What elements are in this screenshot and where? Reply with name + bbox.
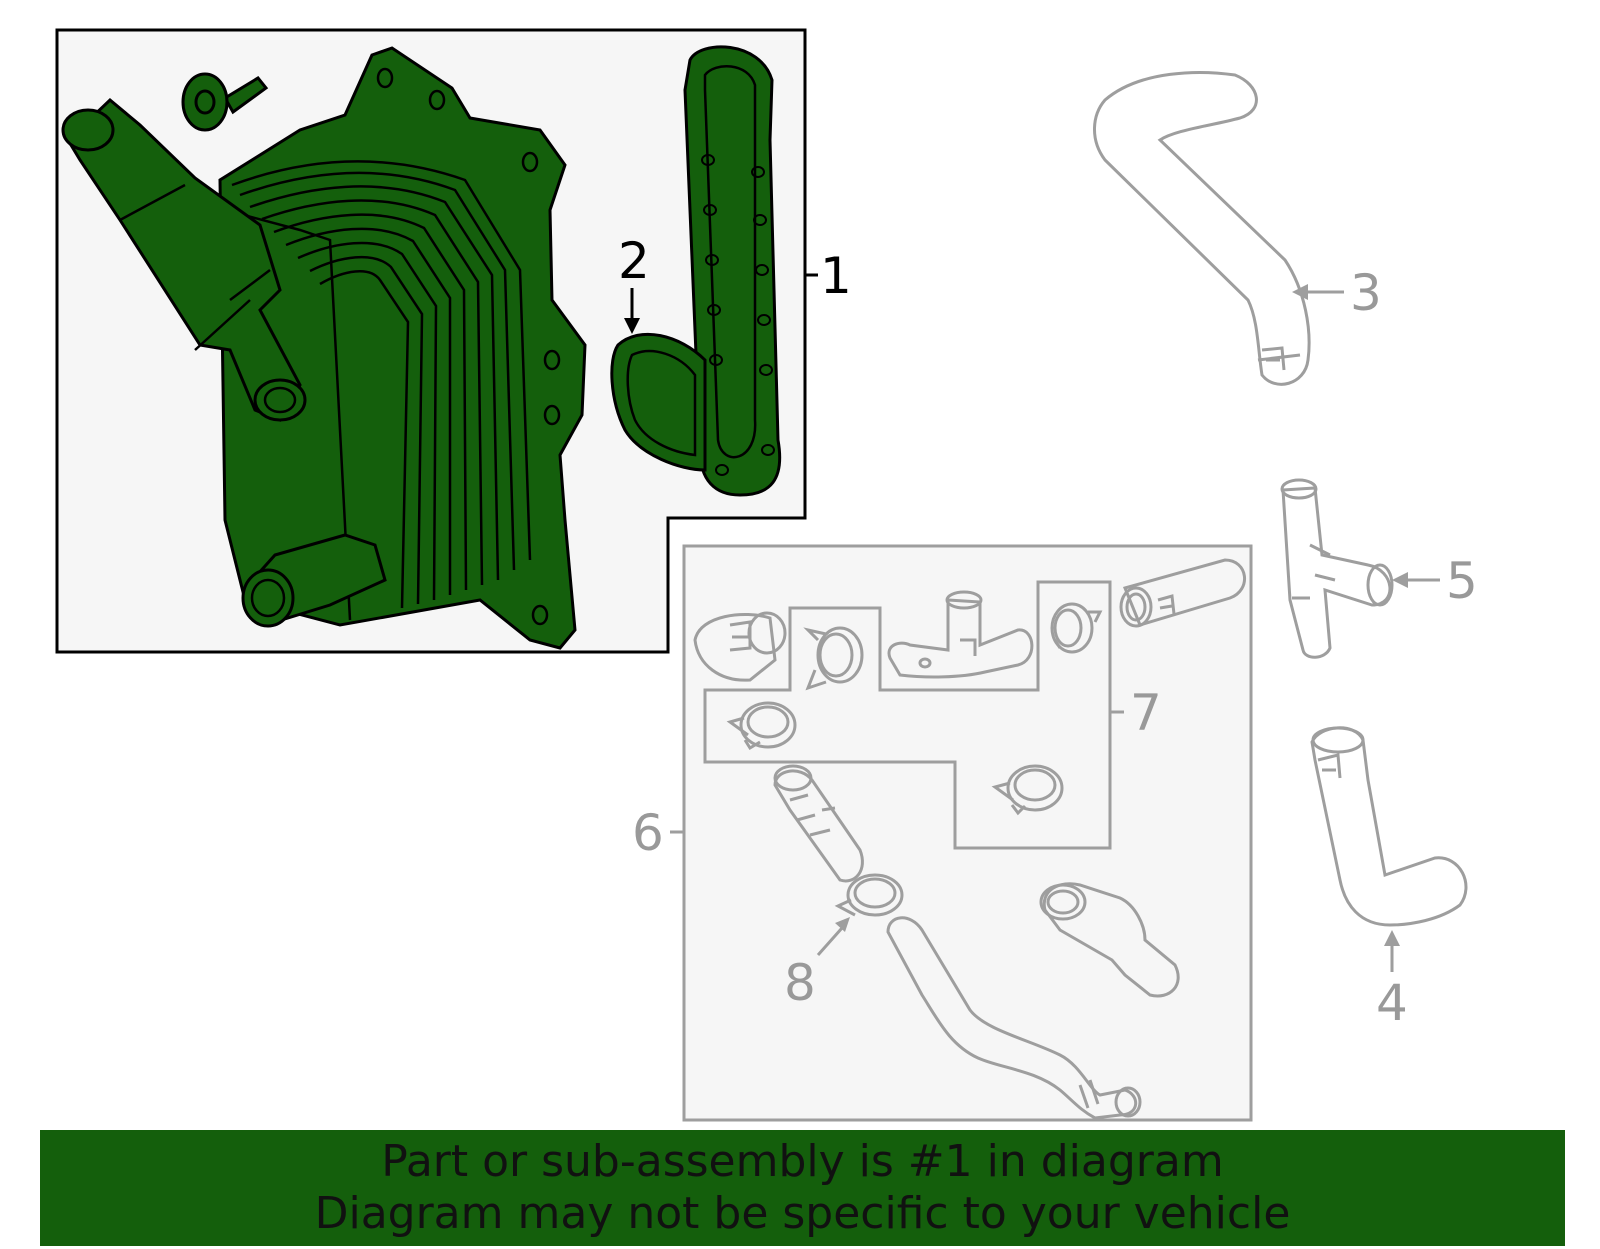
callout-5-arrow xyxy=(1392,572,1440,588)
hose-3 xyxy=(1093,71,1311,386)
gasket-plate xyxy=(610,45,782,497)
callout-4-arrow xyxy=(1384,930,1400,972)
callout-1-label: 1 xyxy=(820,247,852,305)
elbow-hose-small xyxy=(693,611,787,682)
banner-line-1: Part or sub-assembly is #1 in diagram xyxy=(381,1136,1224,1187)
banner-background xyxy=(40,1130,1565,1246)
callout-7-label: 7 xyxy=(1130,684,1162,742)
callout-4-label: 4 xyxy=(1376,974,1408,1032)
banner-line-2: Diagram may not be specific to your vehi… xyxy=(314,1188,1291,1239)
hose-clamp-d xyxy=(991,764,1064,816)
oil-cooler xyxy=(61,46,587,650)
bolt xyxy=(181,72,269,132)
short-hose xyxy=(1119,558,1247,628)
callout-2-arrow xyxy=(624,288,640,334)
bellows-connector xyxy=(773,764,864,883)
assembly-7-box xyxy=(703,580,1112,850)
callout-2-label: 2 xyxy=(618,232,650,290)
hose-clamp-8 xyxy=(834,873,904,917)
callout-8-arrow xyxy=(816,917,850,956)
assembly-6-box xyxy=(682,544,1253,1122)
elbow-pipe xyxy=(1039,882,1180,998)
callout-8-label: 8 xyxy=(784,954,816,1012)
hose-clamp-c xyxy=(726,701,797,751)
info-banner: Part or sub-assembly is #1 in diagram Di… xyxy=(40,1130,1565,1246)
callout-3-arrow xyxy=(1292,284,1344,300)
callout-6-label: 6 xyxy=(632,804,664,862)
hose-clamp-b xyxy=(1050,602,1103,654)
hose-clamp-a xyxy=(803,626,864,691)
tee-pipe xyxy=(887,590,1034,679)
hose-4 xyxy=(1310,726,1468,927)
callout-5-label: 5 xyxy=(1446,552,1478,610)
callout-3-label: 3 xyxy=(1350,264,1382,322)
tee-fitting-5 xyxy=(1280,478,1394,659)
long-hose xyxy=(886,916,1142,1120)
